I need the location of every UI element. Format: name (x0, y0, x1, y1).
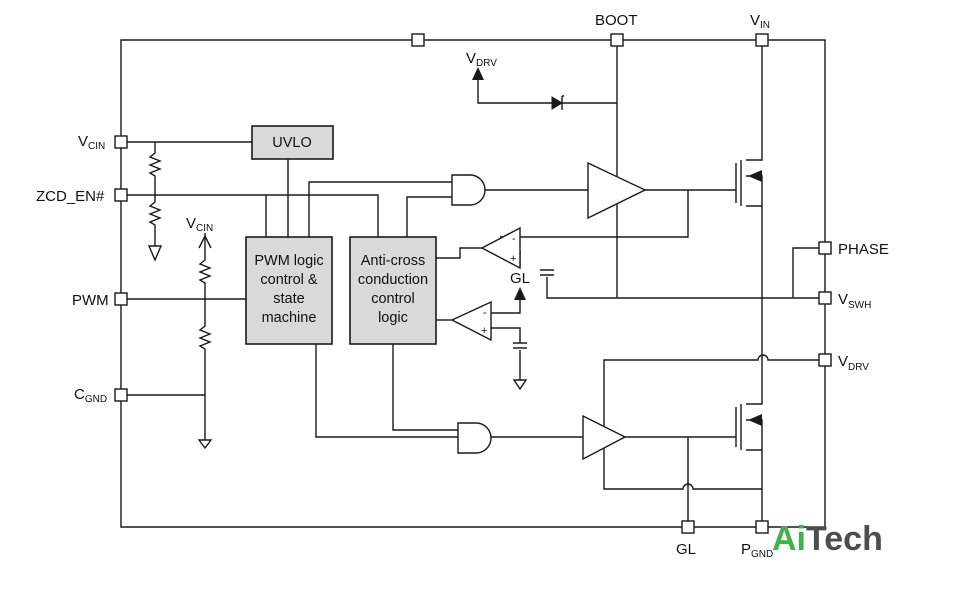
acc-to-ls-and (392, 344, 458, 431)
bottom-comp-plus-sign: + (481, 325, 487, 337)
pin-markers (114, 33, 832, 534)
pwm-logic-line-4: machine (262, 310, 317, 326)
ls-fet-drain-source (746, 298, 763, 527)
pin-unlabeled-top (411, 33, 425, 47)
pwm-logic-line-1: PWM logic (254, 253, 323, 269)
vdrv-to-boot-diode (477, 80, 617, 104)
pin-vswh (818, 291, 832, 305)
phase-wire (792, 247, 825, 298)
ls-fet-body-arrow-icon (748, 414, 762, 426)
wires (120, 39, 826, 528)
ls-driver-buffer (582, 414, 627, 461)
label-boot: BOOT (595, 12, 638, 29)
pwm-logic-line-3: state (273, 291, 304, 307)
logic-to-ls-and (315, 344, 458, 438)
vswh-wire (546, 277, 825, 299)
hs-fet-body-arrow-icon (748, 170, 762, 182)
anti-cross-line-2: conduction (358, 272, 428, 288)
pin-vcin (114, 135, 128, 149)
acc-to-hs-and (406, 196, 452, 237)
bottom-ref-source (513, 342, 527, 349)
boot-diode-icon (551, 95, 564, 110)
top-comp-minus-sign: - (512, 233, 516, 245)
label-vcin-pullup: VCIN (186, 215, 213, 234)
pin-phase (818, 241, 832, 255)
label-gl-internal: GL (510, 270, 530, 287)
top-ref-source (540, 269, 554, 276)
pin-boot (610, 33, 624, 47)
anti-cross-line-1: Anti-cross (361, 253, 425, 269)
vdrv-ls-rail (603, 354, 825, 490)
ls-and-gate (457, 422, 492, 454)
ground-symbol-comp (512, 379, 528, 391)
label-vcin: VCIN (78, 133, 105, 152)
label-vswh: VSWH (838, 291, 871, 311)
label-zcd-en: ZCD_EN# (36, 188, 105, 205)
label-pwm: PWM (72, 292, 109, 309)
label-phase: PHASE (838, 241, 889, 258)
label-cgnd: CGND (74, 386, 107, 405)
top-comp-plus-sign: + (510, 253, 516, 265)
acc-to-top-comp (436, 247, 482, 259)
zcd-resistor-divider (148, 142, 162, 246)
anti-cross-block (349, 236, 437, 345)
label-vdrv-internal: VDRV (466, 50, 497, 69)
anti-cross-line-3: control (371, 291, 415, 307)
zcd-en-wire (121, 194, 379, 237)
label-vdrv: VDRV (838, 353, 869, 373)
label-vin: VIN (750, 12, 770, 31)
label-gl: GL (676, 541, 696, 558)
pin-vdrv (818, 353, 832, 367)
gl-arrow-icon (514, 287, 526, 300)
aitech-logo: AiTech (772, 520, 883, 558)
bottom-comp-minus-sign: - (483, 307, 487, 319)
label-pgnd: PGND (741, 541, 773, 560)
logic-to-hs-and (308, 181, 452, 237)
pin-pwm (114, 292, 128, 306)
pin-gl (681, 520, 695, 534)
uvlo-label: UVLO (272, 135, 312, 151)
bottom-comp-plus (491, 327, 521, 343)
hs-and-gate (451, 174, 486, 206)
vdrv-arrow-icon (472, 67, 484, 80)
pwm-logic-line-2: control & (260, 272, 318, 288)
pin-pgnd (755, 520, 769, 534)
chip-boundary (120, 39, 826, 528)
top-comparator (480, 226, 521, 270)
hs-driver-buffer (587, 161, 647, 220)
bottom-comparator (450, 300, 492, 342)
hs-gate-feedback (500, 190, 689, 238)
uvlo-block (251, 125, 334, 160)
pin-zcd-en (114, 188, 128, 202)
bottom-comp-minus (491, 300, 521, 314)
hs-fet-drain-source (746, 40, 763, 298)
pwm-logic-block (245, 236, 333, 345)
pin-cgnd (114, 388, 128, 402)
pin-vin (755, 33, 769, 47)
pwm-resistor-chain (198, 233, 212, 440)
vcin-arrow-pwm (198, 234, 212, 249)
ground-symbol-left (147, 245, 163, 262)
ground-symbol-cgnd (197, 439, 213, 450)
reference-sources (513, 269, 554, 349)
anti-cross-line-4: logic (378, 310, 408, 326)
